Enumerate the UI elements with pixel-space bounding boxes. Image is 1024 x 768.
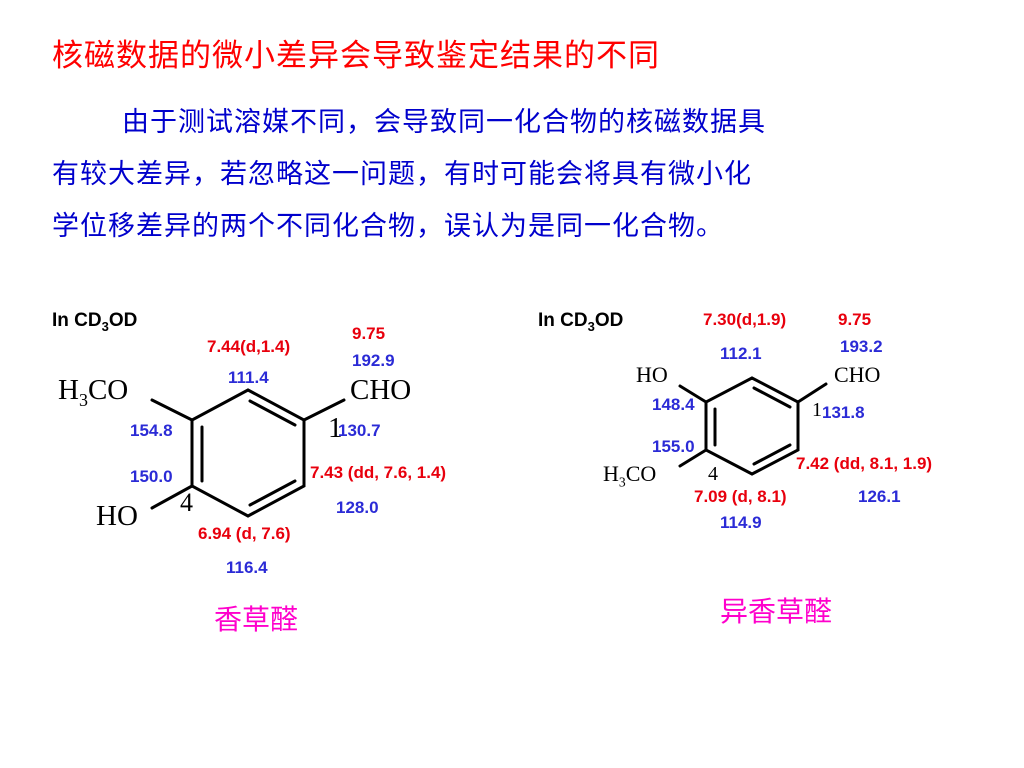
c-shift-top: 112.1: [720, 344, 762, 363]
position-1-label: 1: [812, 399, 822, 421]
c-shift-right: 126.1: [858, 487, 901, 506]
methoxy-group: H3CO: [603, 461, 657, 490]
solvent-label-left: In CD3OD: [52, 310, 138, 334]
aldehyde-group: CHO: [350, 374, 412, 406]
compound-name-isovanillin: 异香草醛: [720, 595, 833, 628]
h-shift-bottom: 6.94 (d, 7.6): [198, 524, 291, 543]
cho-h-shift: 9.75: [352, 324, 386, 343]
c-shift-c1: 131.8: [822, 403, 865, 422]
cho-c-shift: 192.9: [352, 351, 395, 370]
c-shift-c1: 130.7: [338, 421, 381, 440]
position-4-label: 4: [708, 463, 718, 485]
h-shift-right: 7.43 (dd, 7.6, 1.4): [310, 463, 447, 482]
c-shift-bottom: 116.4: [226, 558, 268, 577]
h-shift-top: 7.30(d,1.9): [703, 310, 787, 329]
hydroxy-group: HO: [636, 362, 668, 387]
c-shift-methoxy: 155.0: [652, 437, 695, 456]
h-shift-top: 7.44(d,1.4): [207, 337, 291, 356]
slide-title: 核磁数据的微小差异会导致鉴定结果的不同: [52, 38, 660, 74]
compound-name-vanillin: 香草醛: [214, 603, 299, 636]
c-shift-bottom: 114.9: [720, 513, 762, 532]
aldehyde-group: CHO: [834, 362, 881, 387]
h-shift-right: 7.42 (dd, 8.1, 1.9): [796, 454, 933, 473]
methoxy-group: H3CO: [58, 374, 129, 410]
solvent-label-right: In CD3OD: [538, 310, 624, 334]
cho-h-shift: 9.75: [838, 310, 872, 329]
c-shift-hydroxy: 150.0: [130, 467, 173, 486]
position-4-label: 4: [180, 488, 193, 517]
c-shift-hydroxy: 148.4: [652, 395, 695, 414]
c-shift-right: 128.0: [336, 498, 379, 517]
paragraph-line-1: 由于测试溶媒不同，会导致同一化合物的核磁数据具: [122, 107, 766, 138]
isovanillin-ring: [678, 376, 828, 476]
h-shift-bottom: 7.09 (d, 8.1): [694, 487, 787, 506]
c-shift-top: 111.4: [228, 368, 269, 387]
position-1-label: 1: [328, 412, 343, 444]
paragraph-line-3: 学位移差异的两个不同化合物，误认为是同一化合物。: [52, 211, 724, 242]
vanillin-ring: [150, 388, 346, 518]
paragraph-line-2: 有较大差异，若忽略这一问题，有时可能会将具有微小化: [52, 159, 752, 190]
hydroxy-group: HO: [96, 500, 138, 532]
c-shift-methoxy: 154.8: [130, 421, 173, 440]
cho-c-shift: 193.2: [840, 337, 883, 356]
